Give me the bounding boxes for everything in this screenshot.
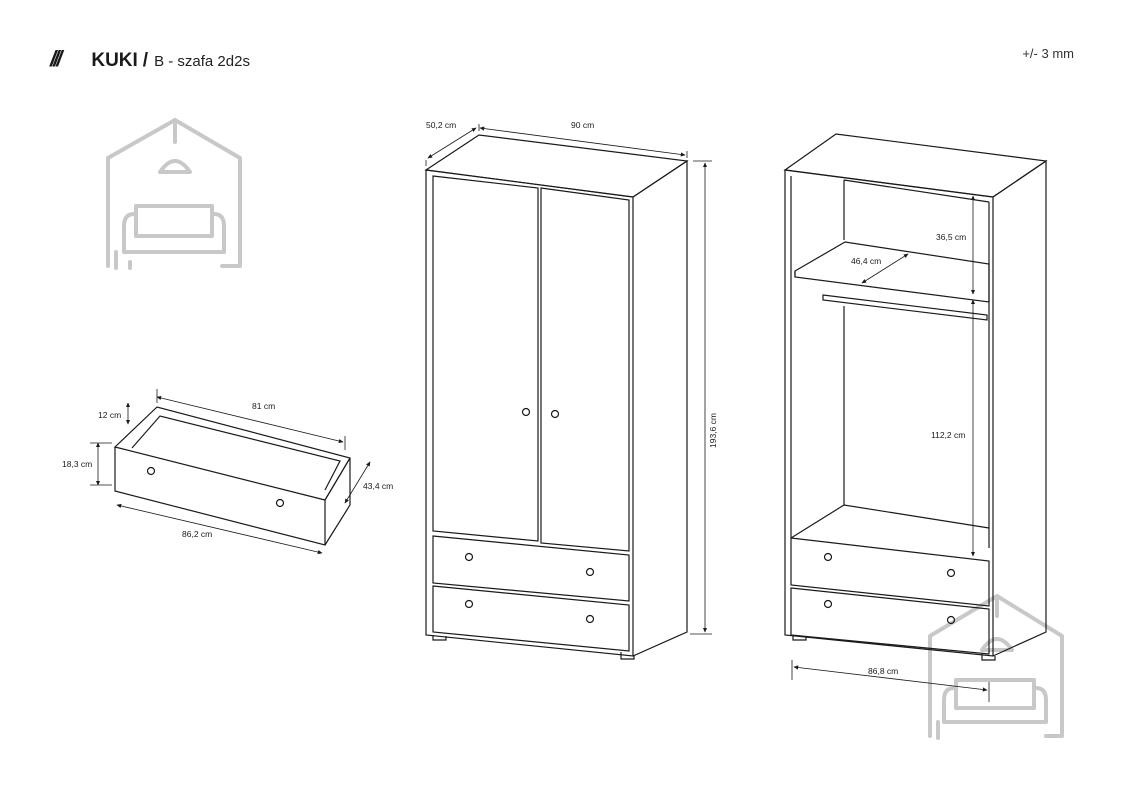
drawer-knob-icon [823,599,833,609]
drawer-front-height-label: 18,3 cm [62,459,92,469]
drawer-drawing [113,406,351,546]
drawer-knob-icon [464,599,474,609]
drawer-inner-height-label: 12 cm [98,410,121,420]
drawer-knob-icon [275,498,285,508]
product-line: B - szafa 2d2s [154,53,250,70]
hanging-space-height-label: 112,2 cm [931,430,965,440]
drawer-knob-icon [146,466,156,476]
tolerance-note: +/- 3 mm [1022,46,1074,61]
page-header: /// KUKI / B - szafa 2d2s [50,46,250,72]
wardrobe-depth-label: 50,2 cm [426,120,456,130]
drawer-knob-icon [464,552,474,562]
door-knob-icon [521,407,531,417]
wardrobe-dimension-lines [425,124,712,635]
shelf-depth-label: 46,4 cm [851,256,881,266]
top-compartment-height-label: 36,5 cm [936,232,966,242]
drawer-inner-width-label: 81 cm [252,401,275,411]
drawer-knob-icon [585,614,595,624]
drawer-knob-icon [585,567,595,577]
inner-width-label: 86,8 cm [868,666,898,676]
wardrobe-closed-drawing [424,134,689,660]
drawer-knob-icon [946,568,956,578]
wardrobe-width-label: 90 cm [571,120,594,130]
brand-separator: / [142,50,149,71]
wardrobe-open-dimension-lines [791,195,990,702]
drawer-knob-icon [946,615,956,625]
drawer-knob-icon [823,552,833,562]
wardrobe-height-label: 193,6 cm [708,413,718,448]
house-with-sofa-icon [106,118,242,270]
drawer-front-width-label: 86,2 cm [182,529,212,539]
drawer-depth-label: 43,4 cm [363,481,393,491]
brand-name: KUKI [91,50,138,71]
door-knob-icon [550,409,560,419]
wardrobe-open-drawing [783,133,1048,661]
drawer-dimension-lines [90,389,371,555]
